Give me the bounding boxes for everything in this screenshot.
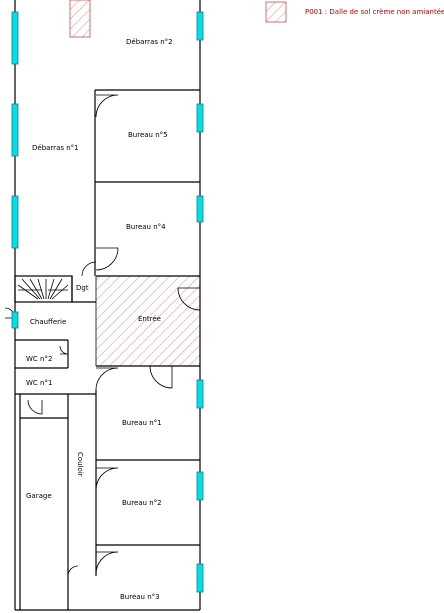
room-label-wc-2: WC n°2 — [26, 355, 52, 363]
room-label-bureau-3: Bureau n°3 — [120, 593, 160, 601]
hatch-top-fragment — [69, 0, 91, 38]
room-label-bureau-1: Bureau n°1 — [122, 419, 162, 427]
room-label-dgt: Dgt — [76, 284, 89, 292]
window — [196, 563, 204, 593]
room-label-bureau-4: Bureau n°4 — [126, 223, 166, 231]
room-label-debarras-1: Débarras n°1 — [32, 144, 79, 152]
window — [196, 103, 204, 133]
room-label-garage: Garage — [26, 492, 52, 500]
legend-text: P001 : Dalle de sol crème non amiantée — [305, 8, 444, 16]
room-labels: Débarras n°2 Débarras n°1 Bureau n°5 Bur… — [26, 38, 173, 601]
interior-walls — [14, 89, 200, 610]
room-label-entree: Entrée — [138, 315, 161, 323]
room-label-bureau-5: Bureau n°5 — [128, 131, 168, 139]
window — [11, 195, 19, 249]
room-label-couloir: Couloir — [76, 452, 84, 477]
legend: P001 : Dalle de sol crème non amiantée — [265, 1, 444, 23]
windows — [11, 11, 204, 593]
room-label-debarras-2: Débarras n°2 — [126, 38, 173, 46]
window — [196, 379, 204, 409]
staircase — [17, 278, 69, 300]
room-label-chaufferie: Chaufferie — [30, 318, 66, 326]
outer-walls — [14, 0, 201, 611]
window — [11, 311, 19, 329]
window — [196, 11, 204, 41]
hatch-entree-zone — [96, 276, 200, 366]
window — [11, 11, 19, 65]
room-label-wc-1: WC n°1 — [26, 379, 52, 387]
window — [196, 195, 204, 223]
window — [196, 471, 204, 501]
window — [11, 103, 19, 157]
room-label-bureau-2: Bureau n°2 — [122, 499, 162, 507]
legend-hatch-swatch — [265, 1, 287, 23]
